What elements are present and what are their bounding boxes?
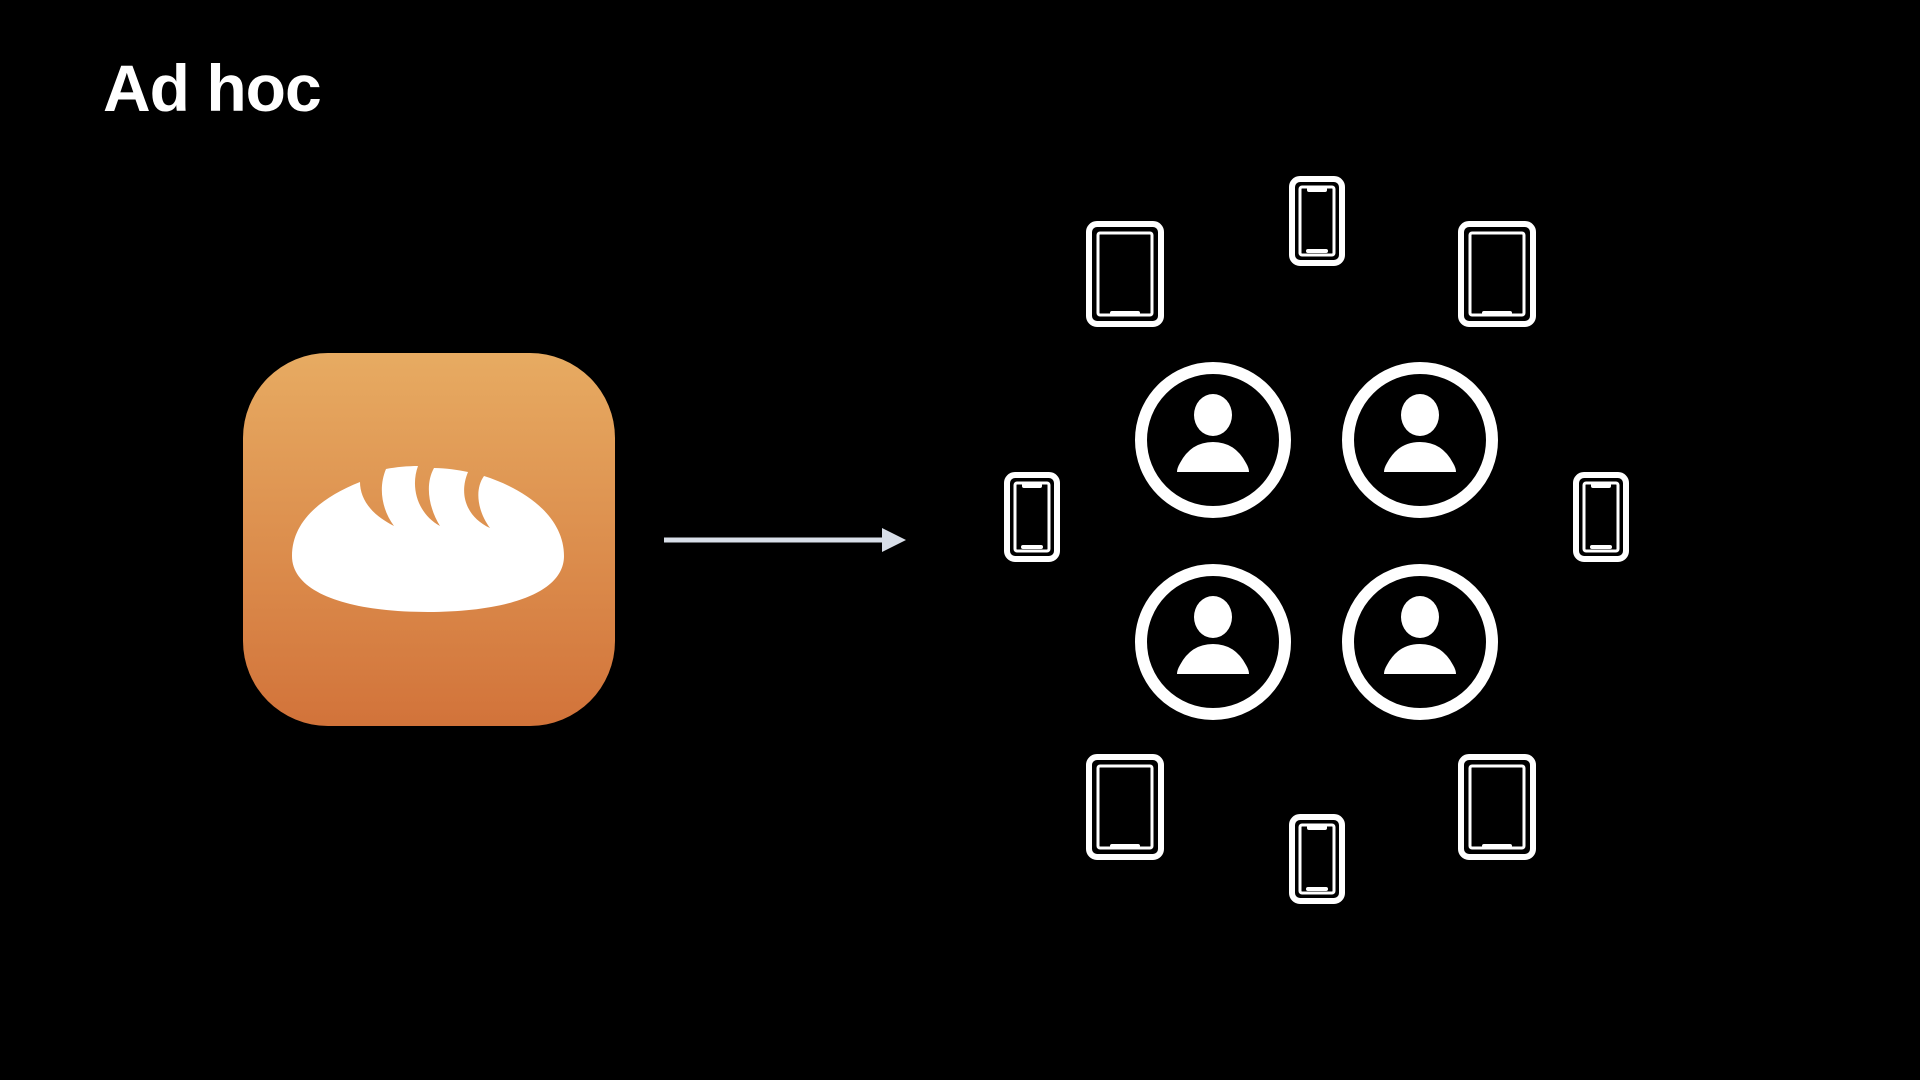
iphone-icon bbox=[1576, 475, 1626, 559]
ipad-icon bbox=[1461, 224, 1533, 324]
iphone-icon bbox=[1292, 817, 1342, 901]
person-circle-icon bbox=[1348, 570, 1492, 714]
right-arrow-icon bbox=[664, 528, 906, 552]
iphone-icon bbox=[1007, 475, 1057, 559]
ipad-icon bbox=[1089, 757, 1161, 857]
person-circle-icon bbox=[1348, 368, 1492, 512]
person-circle-icon bbox=[1141, 368, 1285, 512]
bread-loaf-app-icon bbox=[243, 353, 615, 726]
slide-title: Ad hoc bbox=[103, 51, 322, 125]
user-group bbox=[1141, 368, 1492, 714]
iphone-icon bbox=[1292, 179, 1342, 263]
tablet-devices bbox=[1089, 224, 1533, 857]
ipad-icon bbox=[1089, 224, 1161, 324]
person-circle-icon bbox=[1141, 570, 1285, 714]
ipad-icon bbox=[1461, 757, 1533, 857]
